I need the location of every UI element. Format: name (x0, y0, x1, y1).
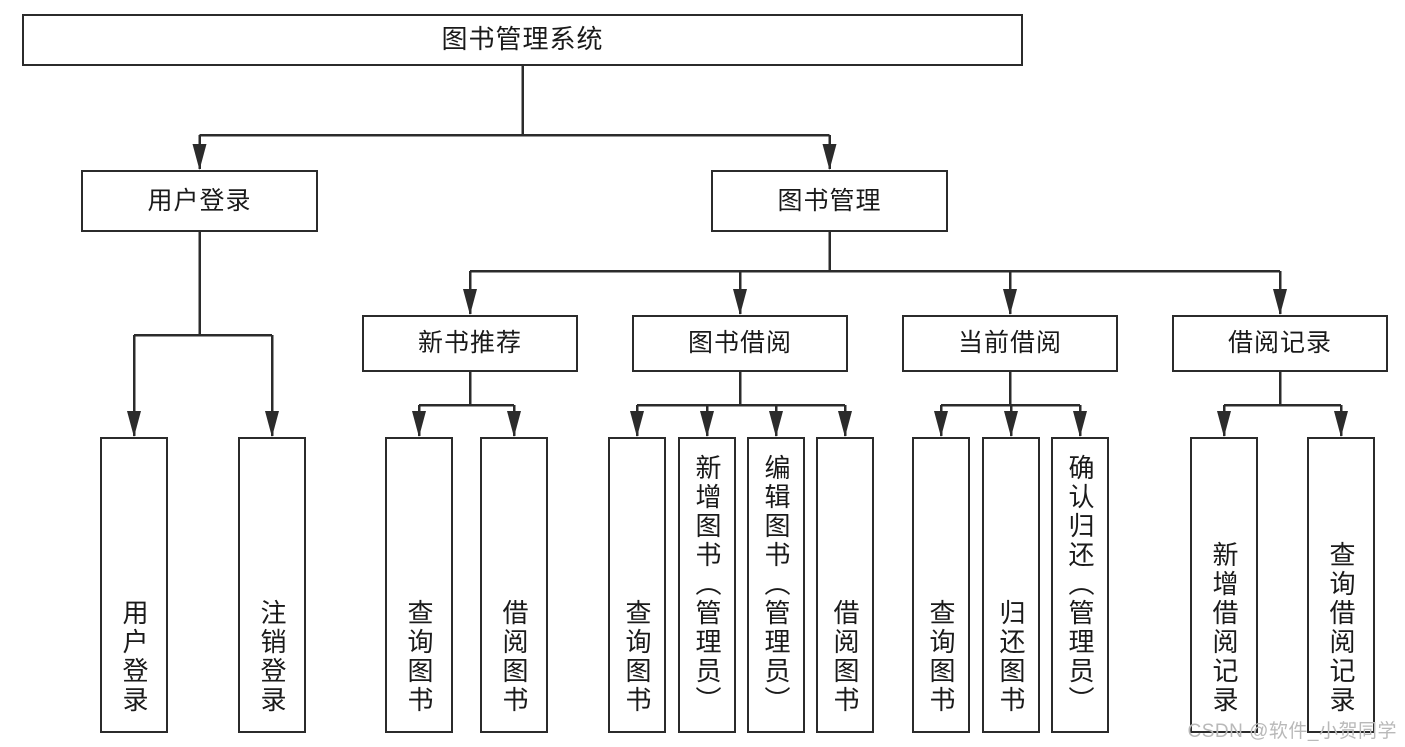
node-leaf-rec-query-record[interactable]: 查询借阅记录 (1307, 437, 1375, 733)
arrowhead-icon (463, 289, 477, 315)
arrowhead-icon (127, 411, 141, 437)
node-label: 新增图书（管理员） (692, 454, 722, 715)
arrowhead-icon (1273, 289, 1287, 315)
node-leaf-rec-add-record[interactable]: 新增借阅记录 (1190, 437, 1258, 733)
node-leaf-cur-return-book[interactable]: 归还图书 (982, 437, 1040, 733)
node-label: 借阅图书 (830, 599, 860, 715)
node-new-book-rec[interactable]: 新书推荐 (362, 315, 578, 372)
node-label: 用户登录 (147, 186, 252, 215)
arrowhead-icon (822, 144, 837, 170)
node-leaf-borrow-add-book[interactable]: 新增图书（管理员） (678, 437, 736, 733)
node-label: 查询图书 (622, 599, 652, 715)
watermark: CSDN @软件_小贺同学 (1187, 721, 1397, 742)
node-root[interactable]: 图书管理系统 (22, 14, 1023, 66)
arrowhead-icon (1073, 411, 1087, 437)
node-current-borrow[interactable]: 当前借阅 (902, 315, 1118, 372)
arrowhead-icon (934, 411, 948, 437)
node-leaf-rec-query-book[interactable]: 查询图书 (385, 437, 453, 733)
node-leaf-rec-borrow-book[interactable]: 借阅图书 (480, 437, 548, 733)
node-label: 查询图书 (404, 599, 434, 715)
node-leaf-user-login[interactable]: 用户登录 (100, 437, 168, 733)
node-leaf-borrow-edit-book[interactable]: 编辑图书（管理员） (747, 437, 805, 733)
arrowhead-icon (733, 289, 747, 315)
node-label: 新增借阅记录 (1209, 541, 1239, 715)
arrowhead-icon (192, 144, 207, 170)
node-book-manage[interactable]: 图书管理 (711, 170, 948, 232)
node-leaf-cur-query-book[interactable]: 查询图书 (912, 437, 970, 733)
node-book-borrow[interactable]: 图书借阅 (632, 315, 848, 372)
arrowhead-icon (630, 411, 644, 437)
node-borrow-record[interactable]: 借阅记录 (1172, 315, 1388, 372)
node-label: 用户登录 (119, 599, 149, 715)
arrowhead-icon (1217, 411, 1231, 437)
arrowhead-icon (507, 411, 521, 437)
node-leaf-borrow-borrow-book[interactable]: 借阅图书 (816, 437, 874, 733)
arrowhead-icon (1003, 289, 1017, 315)
node-user-login[interactable]: 用户登录 (81, 170, 318, 232)
node-label: 归还图书 (996, 599, 1026, 715)
node-label: 新书推荐 (417, 329, 522, 358)
node-leaf-borrow-query-book[interactable]: 查询图书 (608, 437, 666, 733)
node-label: 图书管理 (777, 186, 882, 215)
node-label: 借阅记录 (1227, 329, 1332, 358)
node-label: 确认归还（管理员） (1065, 454, 1095, 715)
node-label: 编辑图书（管理员） (761, 454, 791, 715)
node-label: 借阅图书 (499, 599, 529, 715)
node-label: 查询图书 (926, 599, 956, 715)
arrowhead-icon (1004, 411, 1018, 437)
arrowhead-icon (1334, 411, 1348, 437)
node-leaf-user-logout[interactable]: 注销登录 (238, 437, 306, 733)
arrowhead-icon (265, 411, 279, 437)
node-label: 注销登录 (257, 599, 287, 715)
node-label: 图书管理系统 (441, 24, 604, 55)
node-label: 当前借阅 (957, 329, 1062, 358)
node-label: 图书借阅 (687, 329, 792, 358)
arrowhead-icon (838, 411, 852, 437)
arrowhead-icon (700, 411, 714, 437)
arrowhead-icon (769, 411, 783, 437)
node-label: 查询借阅记录 (1326, 541, 1356, 715)
node-leaf-cur-confirm-return[interactable]: 确认归还（管理员） (1051, 437, 1109, 733)
arrowhead-icon (412, 411, 426, 437)
